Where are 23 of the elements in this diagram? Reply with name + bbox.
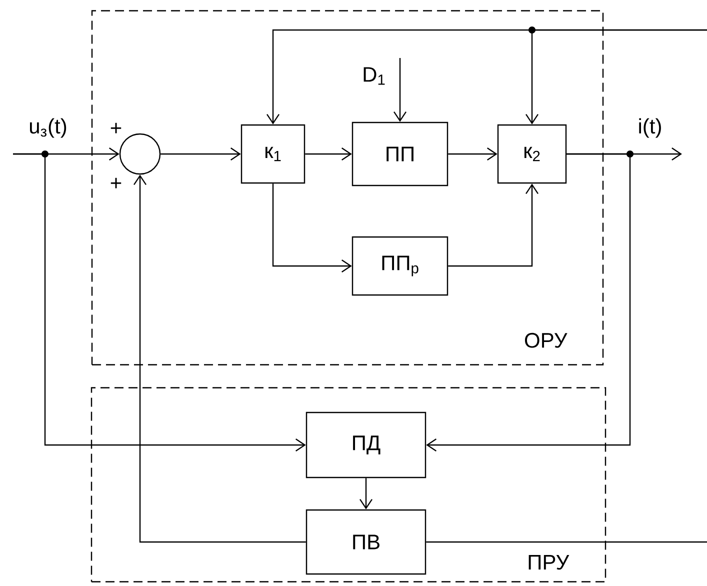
- arrow: [426, 153, 631, 452]
- arrow: [448, 184, 538, 267]
- arrow: [160, 148, 241, 160]
- signal-label: D$_{1}$: [361, 66, 387, 86]
- block-box: ПД: [306, 412, 426, 478]
- block-box: ПП$_{р}$: [352, 236, 448, 296]
- block-box: ПВ: [306, 509, 426, 575]
- arrow: [394, 58, 406, 122]
- sign-label: +: [110, 178, 122, 188]
- arrow: [360, 478, 372, 510]
- arrow: [13, 153, 306, 452]
- arrow: [272, 184, 352, 272]
- block-box: ПП: [352, 122, 448, 186]
- arrow: [526, 29, 707, 124]
- arrow: [134, 174, 306, 543]
- arrow: [305, 148, 352, 160]
- sign-label: +: [110, 122, 122, 134]
- signal-label: u$_{з}$(t): [28, 117, 68, 139]
- arrow: [448, 148, 498, 160]
- signal-label: i(t): [636, 117, 664, 139]
- block-box: к$_{1}$: [240, 124, 306, 184]
- summing-circle: [119, 133, 161, 175]
- block-box: к$_{2}$: [497, 124, 567, 184]
